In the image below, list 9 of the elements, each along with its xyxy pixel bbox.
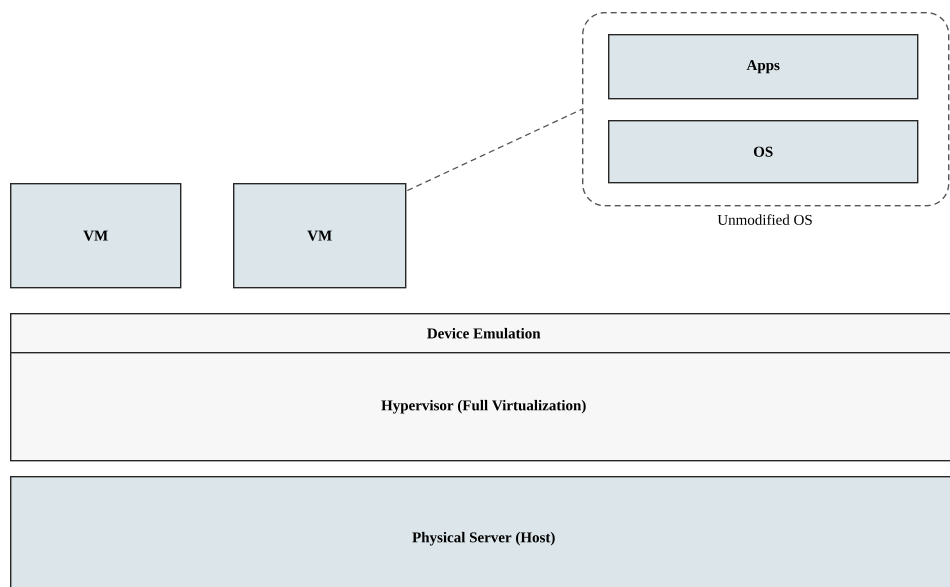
caption-text: Unmodified OS	[718, 214, 812, 225]
layer-box: OS	[608, 120, 918, 184]
dashed-connector	[407, 108, 582, 192]
dashed-group-box	[582, 12, 950, 206]
layer-band: Device Emulation	[10, 313, 950, 354]
layer-band: Physical Server (Host)	[10, 476, 950, 587]
vm-box: VM	[233, 183, 406, 288]
layer-box: Apps	[608, 34, 918, 100]
vm-box: VM	[10, 183, 182, 288]
